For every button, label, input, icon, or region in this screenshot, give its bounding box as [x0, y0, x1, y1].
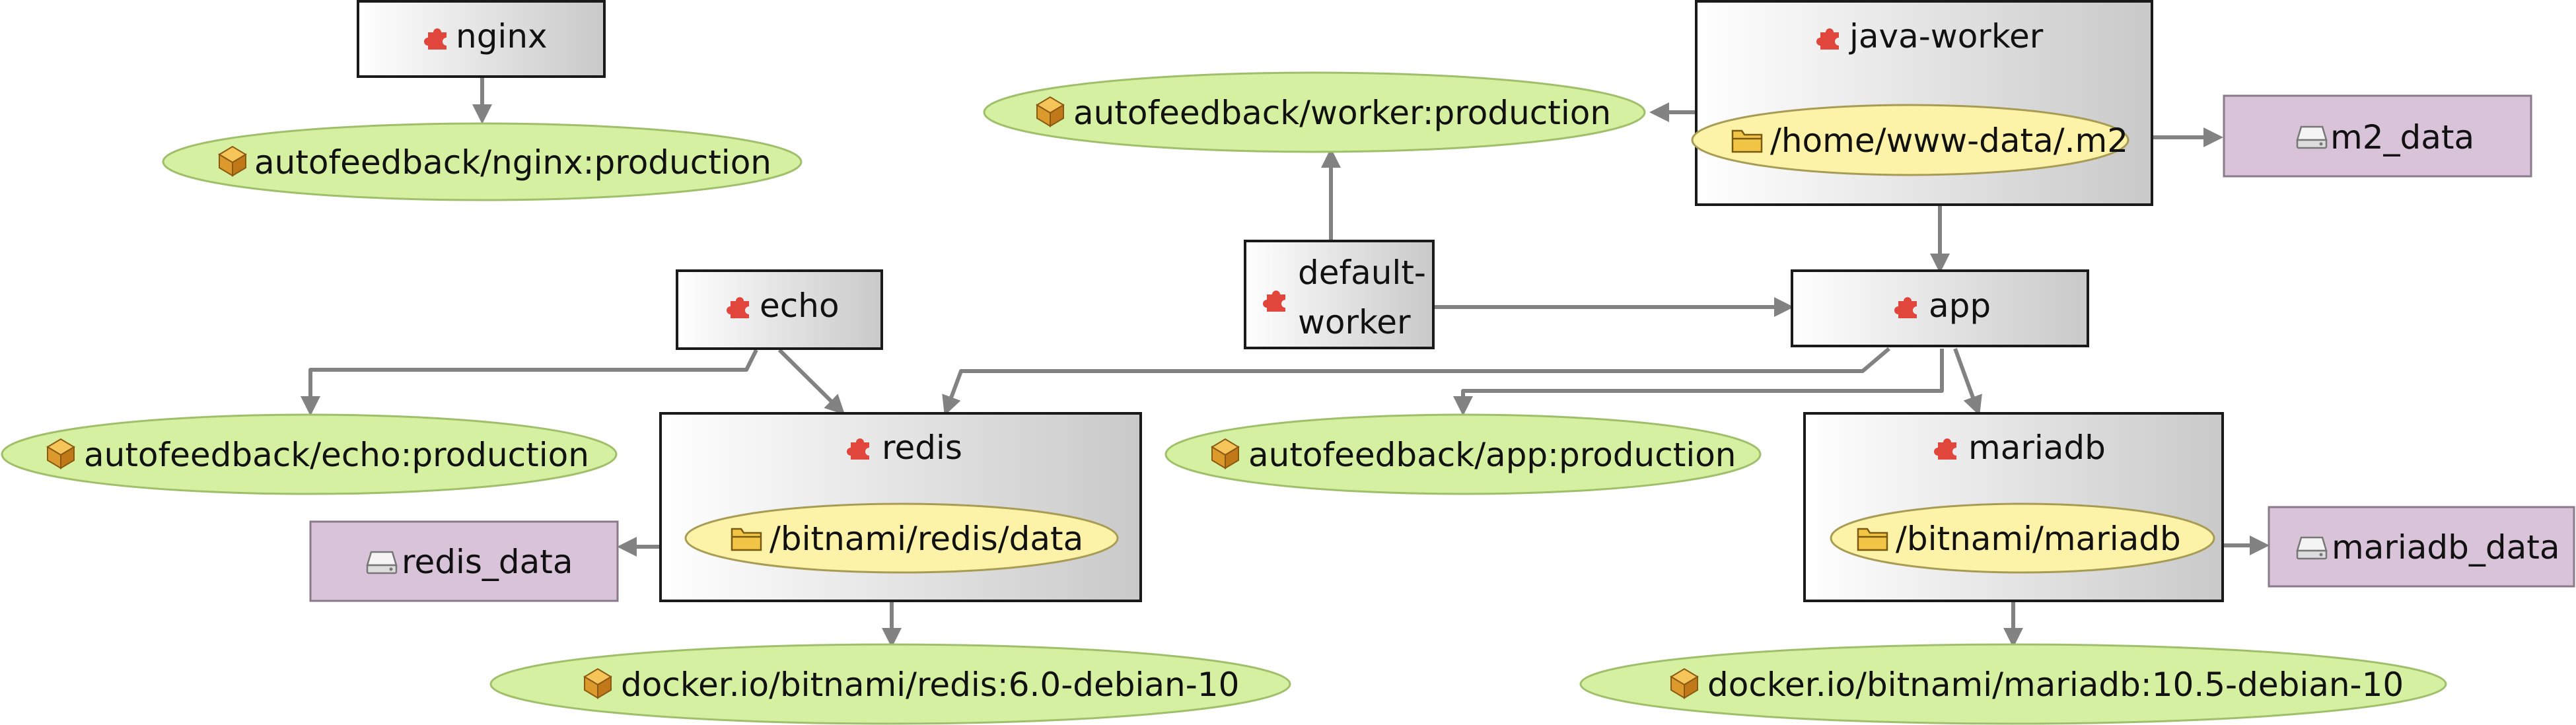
- service-node-java-worker[interactable]: java-worker /home/www-data/.m2: [1691, 0, 2153, 206]
- volume-label: m2_data: [2330, 118, 2474, 156]
- edge-echo-to-echo-image: [301, 349, 758, 416]
- volume-label: mariadb_data: [2332, 528, 2560, 567]
- image-label: autofeedback/nginx:production: [254, 143, 771, 182]
- service-node-nginx[interactable]: nginx: [357, 0, 606, 78]
- image-label: docker.io/bitnami/redis:6.0-debian-10: [621, 666, 1239, 704]
- image-node-mariadb[interactable]: docker.io/bitnami/mariadb:10.5-debian-10: [1579, 643, 2447, 725]
- image-node-echo[interactable]: autofeedback/echo:production: [1, 413, 618, 495]
- volume-mount[interactable]: /bitnami/redis/data: [684, 502, 1119, 574]
- volume-mount-label: /bitnami/redis/data: [769, 520, 1083, 558]
- image-label: autofeedback/worker:production: [1073, 94, 1611, 132]
- service-label: app: [1929, 287, 1991, 325]
- volume-label: redis_data: [402, 543, 573, 581]
- edge-app-to-redis: [942, 347, 1890, 416]
- service-label-line-1: default-: [1298, 254, 1426, 292]
- service-node-redis[interactable]: redis /bitnami/redis/data: [659, 412, 1142, 602]
- folder-icon: [731, 528, 762, 551]
- hard-drive-icon: [2296, 536, 2328, 560]
- service-label: mariadb: [1968, 429, 2106, 467]
- service-node-echo[interactable]: echo: [676, 269, 883, 350]
- image-node-redis[interactable]: docker.io/bitnami/redis:6.0-debian-10: [489, 643, 1291, 725]
- service-label-line-2: worker: [1298, 303, 1411, 341]
- service-node-app[interactable]: app: [1791, 269, 2089, 347]
- folder-icon: [1731, 129, 1763, 153]
- edge-app-to-mariadb: [1953, 347, 1982, 416]
- folder-icon: [1857, 528, 1888, 551]
- volume-node-mariadb-data[interactable]: mariadb_data: [2268, 506, 2575, 588]
- service-label: redis: [882, 429, 962, 467]
- image-label: autofeedback/app:production: [1248, 436, 1736, 474]
- volume-mount-label: /home/www-data/.m2: [1770, 121, 2128, 160]
- volume-mount[interactable]: /bitnami/mariadb: [1830, 502, 2215, 574]
- service-label: echo: [760, 287, 840, 325]
- volume-mount-label: /bitnami/mariadb: [1896, 520, 2181, 558]
- service-node-default-worker[interactable]: default- worker: [1244, 240, 1435, 349]
- image-node-worker[interactable]: autofeedback/worker:production: [983, 71, 1646, 153]
- service-label: nginx: [456, 17, 548, 55]
- volume-node-m2-data[interactable]: m2_data: [2223, 94, 2532, 178]
- image-label: docker.io/bitnami/mariadb:10.5-debian-10: [1707, 666, 2404, 704]
- edge-app-to-app-image: [1453, 349, 1944, 416]
- edge-echo-to-redis: [777, 348, 845, 415]
- image-node-app[interactable]: autofeedback/app:production: [1164, 413, 1762, 495]
- volume-mount[interactable]: /home/www-data/.m2: [1691, 104, 2129, 176]
- hard-drive-icon: [2296, 125, 2328, 149]
- service-node-mariadb[interactable]: mariadb /bitnami/mariadb: [1803, 412, 2224, 602]
- image-node-nginx[interactable]: autofeedback/nginx:production: [162, 122, 803, 201]
- image-label: autofeedback/echo:production: [84, 436, 589, 474]
- volume-node-redis-data[interactable]: redis_data: [309, 520, 619, 602]
- service-label: java-worker: [1849, 17, 2044, 55]
- hard-drive-icon: [366, 551, 398, 574]
